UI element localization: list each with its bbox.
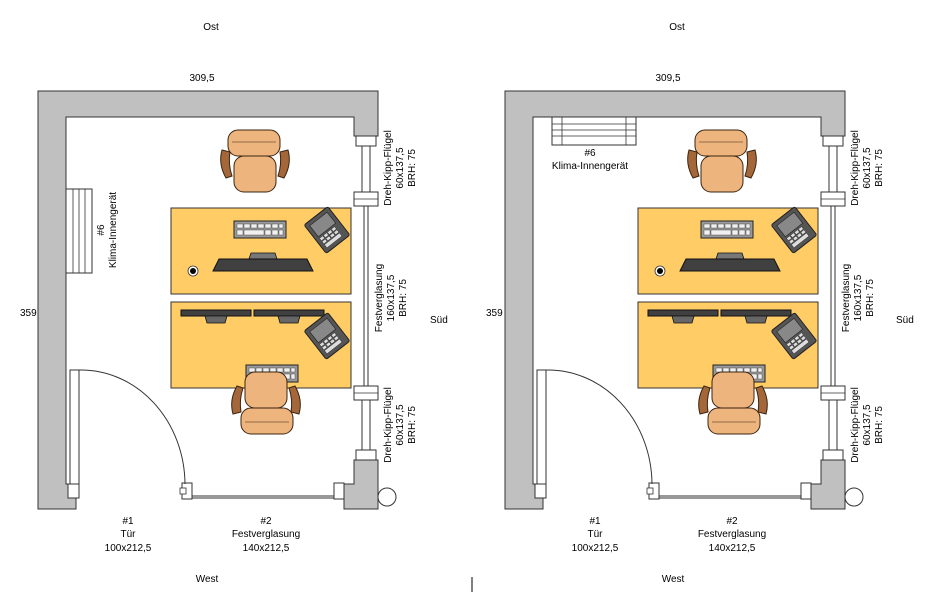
door-num: #1 xyxy=(122,516,134,527)
keyboard-icon xyxy=(233,220,287,239)
climate-label: Klima-Innengerät xyxy=(108,192,119,268)
downpipe-circle xyxy=(844,487,864,507)
window-bottom-line1: Dreh-Kipp-Flügel xyxy=(383,387,394,463)
window-bottom-line2: 60x137,5 xyxy=(395,404,406,446)
window-mid-line3: BRH: 75 xyxy=(398,279,409,317)
floor-plan-right xyxy=(504,90,864,510)
window-mid-line1: Festverglasung xyxy=(374,264,385,332)
height-dimension: 359 xyxy=(20,308,37,319)
glazing-label: Festverglasung xyxy=(232,529,300,540)
compass-top: Ost xyxy=(669,22,685,33)
labels-left: Ost West Süd 309,5 359 #6 Klima-Innenger… xyxy=(20,22,448,585)
glazing-size: 140x212,5 xyxy=(709,543,756,554)
compass-right: Süd xyxy=(896,315,914,326)
window-top-line2: 60x137,5 xyxy=(862,147,873,189)
window-mid-line2: 160x137,5 xyxy=(853,274,864,321)
climate-unit xyxy=(65,188,93,274)
window-bottom-line1: Dreh-Kipp-Flügel xyxy=(850,387,861,463)
door-label: Tür xyxy=(121,529,137,540)
window-bottom-line3: BRH: 75 xyxy=(874,406,885,444)
window-bottom-line3: BRH: 75 xyxy=(407,406,418,444)
climate-unit xyxy=(551,116,637,146)
downpipe-circle xyxy=(377,487,397,507)
glazing-size: 140x212,5 xyxy=(243,543,290,554)
door-swing-arc xyxy=(545,369,653,485)
climate-num: #6 xyxy=(96,224,107,236)
door-swing-arc xyxy=(78,369,186,485)
floor-plan-left xyxy=(37,90,397,510)
compass-right: Süd xyxy=(430,315,448,326)
door-size: 100x212,5 xyxy=(572,543,619,554)
keyboard-icon xyxy=(700,220,754,239)
window-wall xyxy=(353,135,379,461)
compass-bottom: West xyxy=(662,574,685,585)
window-mid-line2: 160x137,5 xyxy=(386,274,397,321)
door-label: Tür xyxy=(588,529,604,540)
height-dimension: 359 xyxy=(486,308,503,319)
window-mid-line3: BRH: 75 xyxy=(865,279,876,317)
window-bottom-line2: 60x137,5 xyxy=(862,404,873,446)
window-wall xyxy=(820,135,846,461)
climate-label: Klima-Innengerät xyxy=(552,161,628,172)
door-size: 100x212,5 xyxy=(105,543,152,554)
chair-icon xyxy=(220,129,290,193)
width-dimension: 309,5 xyxy=(189,73,214,84)
walls xyxy=(37,90,379,510)
compass-top: Ost xyxy=(203,22,219,33)
chair-icon xyxy=(687,129,757,193)
glazing-num: #2 xyxy=(726,516,738,527)
window-top-line2: 60x137,5 xyxy=(395,147,406,189)
climate-num: #6 xyxy=(584,148,596,159)
window-top-line3: BRH: 75 xyxy=(874,149,885,187)
walls xyxy=(504,90,846,510)
width-dimension: 309,5 xyxy=(655,73,680,84)
compass-bottom: West xyxy=(196,574,219,585)
window-top-line3: BRH: 75 xyxy=(407,149,418,187)
labels-right: Ost West Süd 309,5 359 #6 Klima-Innenger… xyxy=(486,22,914,585)
door-num: #1 xyxy=(589,516,601,527)
glazing-num: #2 xyxy=(260,516,272,527)
glazing-label: Festverglasung xyxy=(698,529,766,540)
window-top-line1: Dreh-Kipp-Flügel xyxy=(383,130,394,206)
window-top-line1: Dreh-Kipp-Flügel xyxy=(850,130,861,206)
window-mid-line1: Festverglasung xyxy=(841,264,852,332)
